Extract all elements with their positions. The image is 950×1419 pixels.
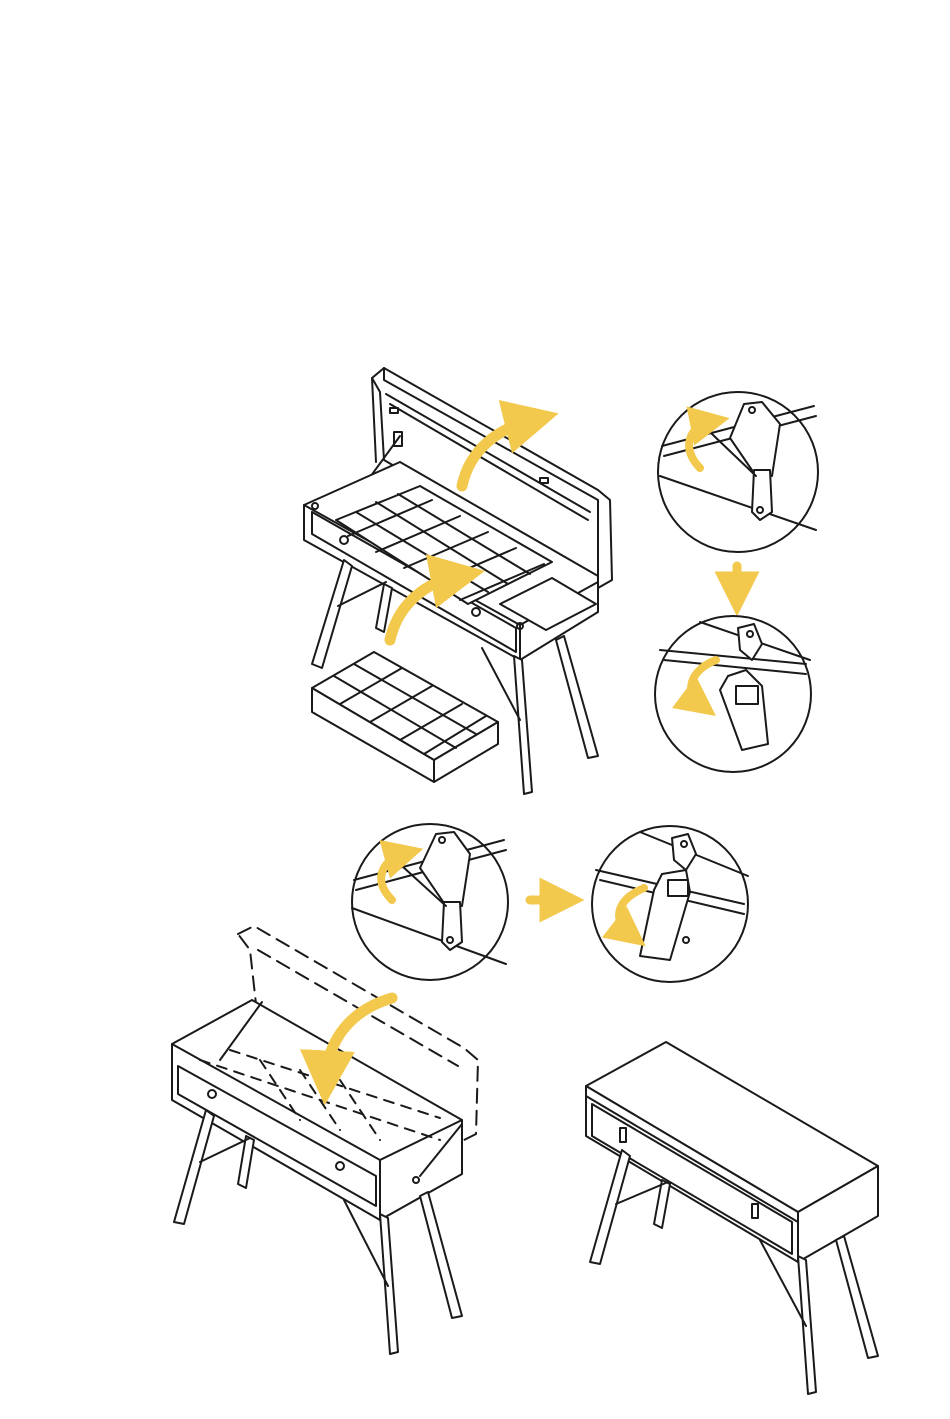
- latch-detail-closed-d: [592, 826, 748, 982]
- organizer-tray: [312, 652, 498, 782]
- table-closed: [586, 1042, 878, 1394]
- table-lid-closing: [172, 926, 478, 1354]
- latch-detail-open-c: [352, 824, 508, 980]
- latch-detail-open-a: [658, 392, 818, 552]
- latch-detail-closed-b: [655, 616, 811, 772]
